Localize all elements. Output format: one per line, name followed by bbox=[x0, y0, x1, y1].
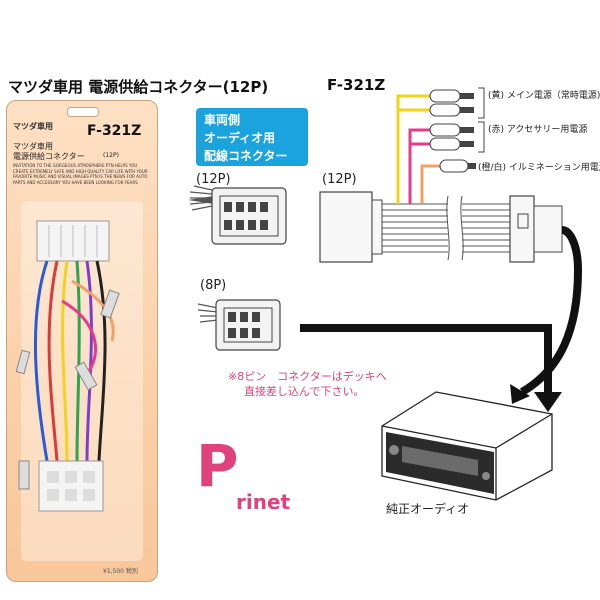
left-connector-8p-label: (8P) bbox=[200, 278, 227, 293]
wire-break bbox=[448, 196, 462, 260]
wire-label-orange-white: (橙/白) イルミネーション用電源 bbox=[478, 163, 600, 173]
package-model: F-321Z bbox=[87, 123, 142, 139]
stock-audio-unit bbox=[381, 391, 553, 501]
connector-12p-left bbox=[188, 185, 287, 245]
package-blurb: INVITATION TO THE GORGEOUS ATMOSPHERE PT… bbox=[13, 163, 148, 185]
callout-line-2: オーディオ用 bbox=[204, 131, 276, 145]
package-subtitle-1: マツダ車用 bbox=[13, 142, 53, 151]
package-subtitle-2: 電源供給コネクター bbox=[13, 152, 85, 161]
left-connector-12p-label: (12P) bbox=[196, 172, 231, 187]
harness-photo bbox=[15, 220, 120, 512]
hang-hole bbox=[67, 107, 99, 117]
note-line-2: 直接差し込んで下さい。 bbox=[244, 385, 365, 398]
wire-label-red: (赤) アクセサリー用電源 bbox=[488, 125, 588, 135]
harness-12p-label: (12P) bbox=[322, 172, 357, 187]
package-subtitle-pins: (12P) bbox=[103, 152, 119, 159]
connector-8p-left bbox=[197, 299, 281, 351]
harness-connector-12p bbox=[319, 191, 383, 263]
brand-logo-rest: rinet bbox=[236, 490, 291, 514]
stock-audio-label: 純正オーディオ bbox=[386, 502, 470, 516]
product-package: マツダ車用 F-321Z マツダ車用 電源供給コネクター (12P) INVIT… bbox=[6, 100, 158, 582]
harness-connector-right bbox=[509, 195, 563, 263]
product-title: マツダ車用 電源供給コネクター(12P) bbox=[8, 78, 269, 96]
vehicle-side-callout: 車両側 オーディオ用 配線コネクター bbox=[196, 108, 308, 166]
package-price: ¥1,500 税別 bbox=[103, 568, 138, 575]
callout-line-3: 配線コネクター bbox=[204, 149, 288, 163]
wire-label-yellow: (黄) メイン電源（常時電源) bbox=[488, 91, 600, 101]
package-brand: マツダ車用 bbox=[13, 122, 53, 131]
model-code: F-321Z bbox=[327, 76, 386, 94]
brand-logo-initial: P bbox=[196, 432, 239, 500]
wire-yellow bbox=[396, 94, 430, 204]
note-line-1: ※8ピン コネクターはデッキへ bbox=[228, 370, 387, 383]
wire-orange-white bbox=[420, 164, 440, 204]
callout-line-1: 車両側 bbox=[204, 113, 241, 127]
wire-red bbox=[408, 128, 430, 204]
